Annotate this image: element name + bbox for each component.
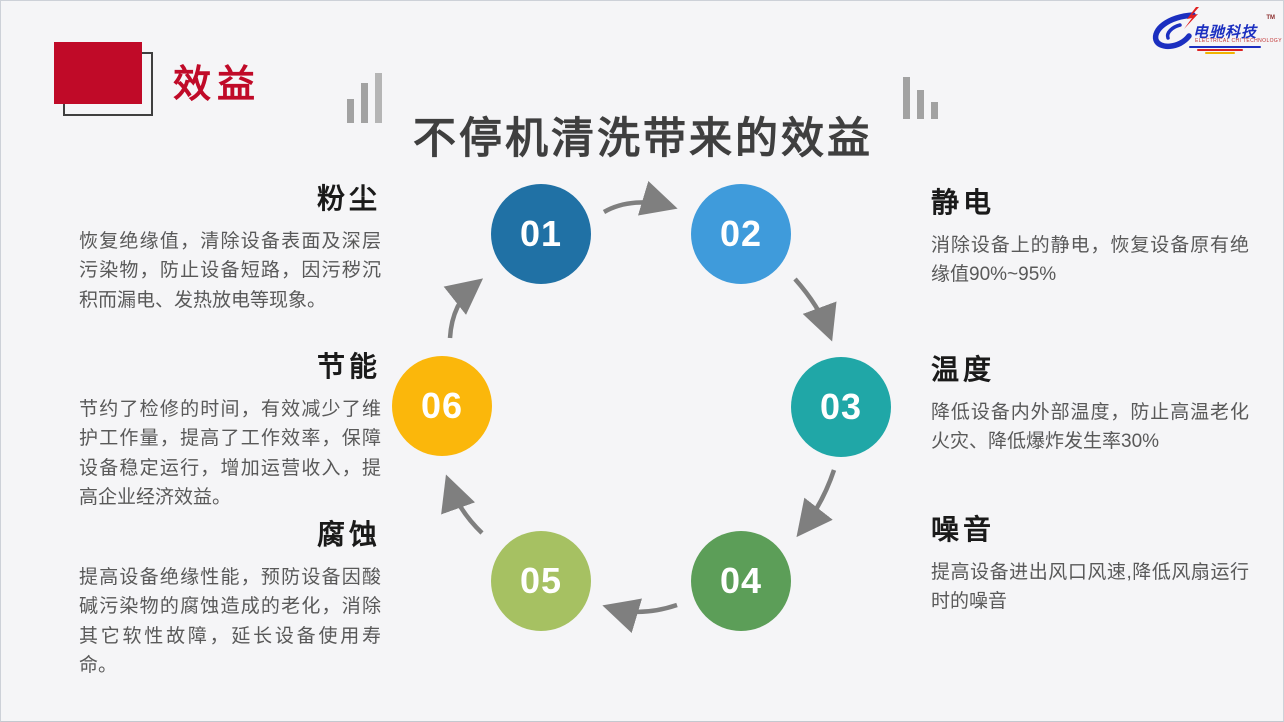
cycle-arrow-06-01 <box>443 278 484 339</box>
cycle-step-number: 04 <box>719 560 763 601</box>
cycle-arrow-05-06 <box>441 474 484 535</box>
benefit-heading: 节能 <box>316 351 381 382</box>
cycle-arrow-03-04 <box>796 469 837 538</box>
benefit-heading: 粉尘 <box>316 183 381 214</box>
benefit-body: 恢复绝缘值，清除设备表面及深层污染物，防止设备短路，因污秽沉积而漏电、发热放电等… <box>79 231 381 311</box>
benefit-body: 消除设备上的静电，恢复设备原有绝缘值90%~95% <box>931 235 1249 286</box>
cycle-step-04: 04 <box>691 531 791 631</box>
benefit-heading: 噪音 <box>931 514 996 545</box>
benefit-block-dust: 粉尘 恢复绝缘值，清除设备表面及深层污染物，防止设备短路，因污秽沉积而漏电、发热… <box>79 177 381 315</box>
cycle-step-06: 06 <box>392 356 492 456</box>
cycle-step-number: 06 <box>420 385 464 426</box>
accent-rectangle <box>54 42 142 104</box>
title-bars-left-decoration <box>347 73 382 123</box>
benefit-block-noise: 噪音 提高设备进出风口风速,降低风扇运行时的噪音 <box>931 508 1249 617</box>
logo-stripe-yellow <box>1205 52 1235 54</box>
logo-stripe-red <box>1197 49 1243 51</box>
logo-swoosh-icon <box>1152 7 1199 49</box>
title-bars-right-decoration <box>903 77 938 119</box>
cycle-arrow-02-03 <box>793 277 837 342</box>
cycle-arrow-04-05 <box>602 598 678 633</box>
cycle-step-number: 03 <box>819 386 863 427</box>
benefit-heading: 腐蚀 <box>316 519 381 550</box>
cycle-step-02: 02 <box>691 184 791 284</box>
benefit-block-static: 静电 消除设备上的静电，恢复设备原有绝缘值90%~95% <box>931 181 1249 290</box>
logo-stripe-blue <box>1189 46 1261 48</box>
section-label: 效益 <box>173 64 262 106</box>
page-title: 不停机清洗带来的效益 <box>413 114 873 163</box>
benefit-body: 提高设备进出风口风速,降低风扇运行时的噪音 <box>931 562 1249 613</box>
benefit-block-corrosion: 腐蚀 提高设备绝缘性能，预防设备因酸碱污染物的腐蚀造成的老化，消除其它软性故障，… <box>79 513 381 681</box>
cycle-step-05: 05 <box>491 531 591 631</box>
benefit-heading: 温度 <box>931 354 996 385</box>
benefit-body: 降低设备内外部温度，防止高温老化火灾、降低爆炸发生率30% <box>931 402 1249 453</box>
logo-brand-name: 电驰科技 <box>1193 24 1258 41</box>
company-logo: 电驰科技 TM ELECTRICAL CHI TECHNOLOGY <box>1149 5 1282 57</box>
cycle-step-01: 01 <box>491 184 591 284</box>
cycle-step-number: 05 <box>519 560 563 601</box>
benefit-body: 提高设备绝缘性能，预防设备因酸碱污染物的腐蚀造成的老化，消除其它软性故障，延长设… <box>79 567 381 677</box>
cycle-step-number: 01 <box>519 213 563 254</box>
benefit-body: 节约了检修的时间，有效减少了维护工作量，提高了工作效率，保障设备稳定运行，增加运… <box>79 399 381 509</box>
benefit-heading: 静电 <box>931 187 996 218</box>
cycle-step-03: 03 <box>791 357 891 457</box>
logo-trademark: TM <box>1266 15 1275 21</box>
benefit-block-energy-saving: 节能 节约了检修的时间，有效减少了维护工作量，提高了工作效率，保障设备稳定运行，… <box>79 345 381 513</box>
benefit-block-temperature: 温度 降低设备内外部温度，防止高温老化火灾、降低爆炸发生率30% <box>931 348 1249 457</box>
cycle-step-number: 02 <box>719 213 763 254</box>
logo-subtext: ELECTRICAL CHI TECHNOLOGY <box>1195 38 1282 44</box>
cycle-arrow-01-02 <box>602 181 678 216</box>
